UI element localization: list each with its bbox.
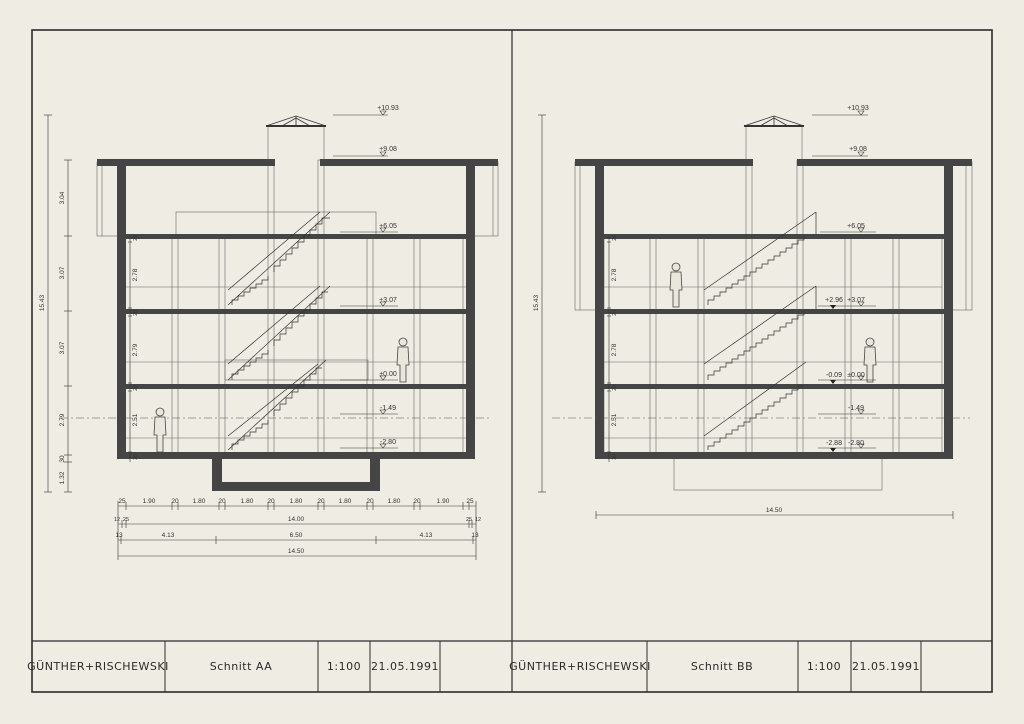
dimension-label: 20: [171, 498, 179, 505]
level-label: -1.49: [848, 405, 864, 412]
dimension-label: 1.80: [388, 498, 401, 505]
slab-label: 20: [133, 235, 139, 241]
dimension-label: 14.00: [288, 516, 305, 523]
dimension-label: 14.50: [766, 507, 783, 514]
dimension-label: 2.78: [132, 268, 139, 281]
dimension-label: 25: [123, 517, 129, 523]
dimension-label: 25: [466, 517, 472, 523]
level-label: +2.96: [825, 297, 843, 304]
dimension-label: 1.90: [143, 498, 156, 505]
drawing-scale: 1:100: [326, 660, 362, 673]
dimension-label: 2.51: [611, 413, 618, 426]
dimension-label: 1.80: [241, 498, 254, 505]
level-label: +3.07: [847, 297, 865, 304]
dimension-label: 4.13: [420, 532, 433, 539]
slab-label: 20: [612, 310, 618, 316]
slab-label: 20: [612, 235, 618, 241]
dimension-label: 13: [115, 532, 123, 539]
dimension-label: 30: [59, 455, 66, 463]
drawing-title: Schnitt BB: [690, 660, 754, 673]
slab-label: 20: [133, 385, 139, 391]
office-name: GÜNTHER+RISCHEWSKI: [509, 660, 651, 673]
person-figure: [396, 337, 410, 383]
dimension-label: 4.13: [162, 532, 175, 539]
dimension-label: 20: [267, 498, 275, 505]
dimension-label: 6.50: [290, 532, 303, 539]
level-label: -2.88: [826, 440, 842, 447]
dimension-label: 15.43: [39, 294, 46, 311]
level-label: +6.05: [379, 223, 397, 230]
dimension-label: 1.80: [193, 498, 206, 505]
dimension-label: 2.79: [59, 413, 66, 426]
dimension-label: 2.78: [611, 268, 618, 281]
dimension-label: 2.51: [132, 413, 139, 426]
level-label: +9.08: [379, 146, 397, 153]
slab-label: 30: [612, 454, 618, 460]
person-figure: [669, 262, 683, 308]
dimension-label: 20: [218, 498, 226, 505]
dimension-label: 1.32: [59, 471, 66, 484]
dimension-label: 1.80: [339, 498, 352, 505]
drawing-title: Schnitt AA: [209, 660, 273, 673]
dimension-label: 12: [475, 517, 481, 523]
section-aa: +10.93 +9.08 +6.05 +3.07 ±0.00 -1.49 -2.…: [39, 105, 499, 560]
dimension-label: 1.80: [290, 498, 303, 505]
level-label: -0.09: [826, 372, 842, 379]
level-label: +6.05: [847, 223, 865, 230]
level-label: ±0.00: [379, 371, 397, 378]
level-label: +10.93: [377, 105, 399, 112]
level-label: +10.93: [847, 105, 869, 112]
slab-label: 20: [133, 310, 139, 316]
dimension-label: 3.07: [59, 341, 66, 354]
dimension-label: 1.90: [437, 498, 450, 505]
sheet-frame: [31, 29, 993, 693]
dimension-label: 2.78: [611, 343, 618, 356]
dimension-label: 13: [471, 532, 479, 539]
person-figure: [863, 337, 877, 383]
level-label: ±0.00: [847, 372, 865, 379]
drawing-date: 21.05.1991: [371, 660, 439, 673]
dimension-label: 25: [118, 498, 126, 505]
level-label: -1.49: [380, 405, 396, 412]
dimension-label: 20: [317, 498, 325, 505]
office-name: GÜNTHER+RISCHEWSKI: [27, 660, 169, 673]
drawing-date: 21.05.1991: [852, 660, 920, 673]
dimension-label: 15.43: [533, 294, 540, 311]
level-label: -2.80: [380, 439, 396, 446]
dimension-label: 14.50: [288, 548, 305, 555]
slab-label: 20: [612, 385, 618, 391]
dimension-label: 20: [413, 498, 421, 505]
dimension-label: 25: [466, 498, 474, 505]
person-figure: [153, 407, 167, 453]
dimension-label: 3.07: [59, 266, 66, 279]
dimension-label: 20: [366, 498, 374, 505]
slab-label: 30: [133, 454, 139, 460]
drawing-scale: 1:100: [806, 660, 842, 673]
dimension-label: 12: [114, 517, 120, 523]
level-label: +3.07: [379, 297, 397, 304]
section-bb: +10.93 +9.08 +6.05 +2.96 +3.07 -0.09 ±0.…: [533, 105, 973, 519]
dimension-label: 2.79: [132, 343, 139, 356]
level-label: +9.08: [849, 146, 867, 153]
dimension-label: 3.04: [59, 191, 66, 204]
level-label: -2.80: [848, 440, 864, 447]
